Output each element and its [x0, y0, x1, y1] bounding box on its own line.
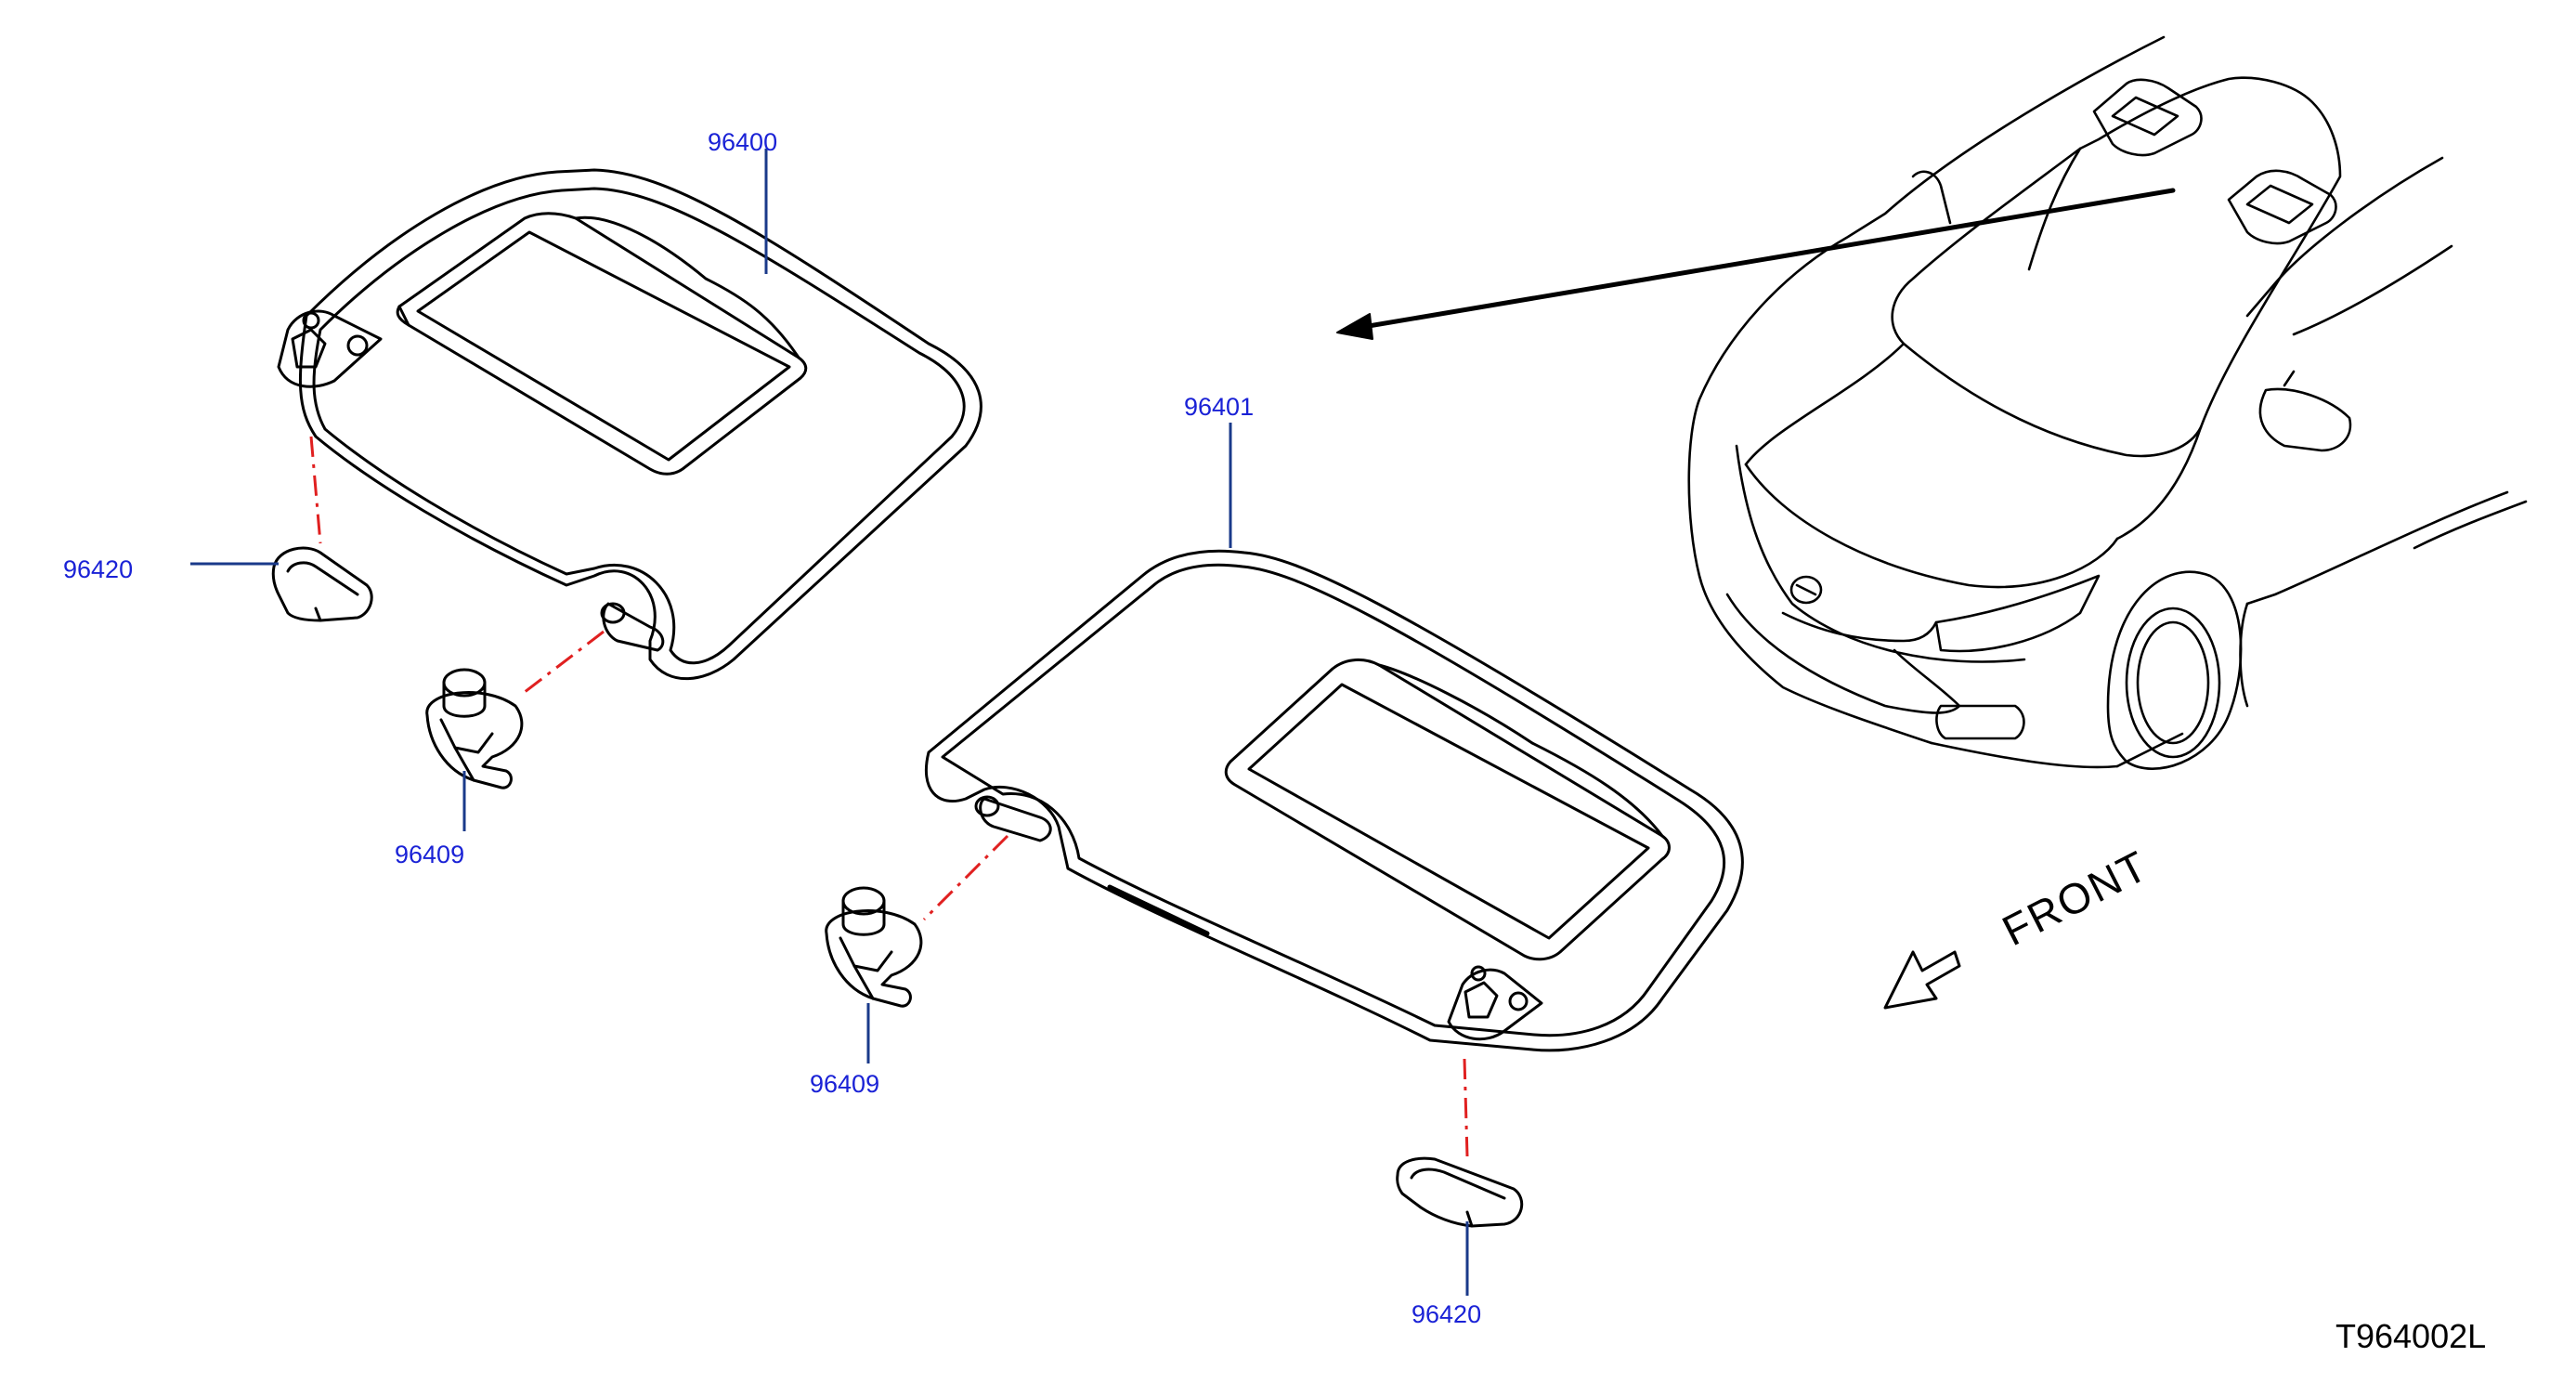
label-clip-left[interactable]: 96420 [63, 555, 134, 583]
sun-visor-left [277, 168, 982, 681]
label-holder-right[interactable]: 96409 [810, 1070, 880, 1098]
visor-clip-right [1396, 1156, 1524, 1228]
label-visor-left[interactable]: 96400 [708, 128, 778, 156]
leader-lines [190, 149, 1469, 1296]
label-visor-right[interactable]: 96401 [1184, 393, 1255, 421]
label-clip-right[interactable]: 96420 [1412, 1300, 1482, 1328]
visor-clip-left [271, 546, 373, 622]
reference-arrow [1336, 188, 2176, 340]
label-holder-left[interactable]: 96409 [395, 841, 465, 868]
visor-holder-right [825, 886, 923, 1008]
diagram-code: T964002L [2335, 1317, 2487, 1355]
car-outline [1687, 35, 2528, 770]
sun-visor-right [924, 549, 1744, 1052]
visor-holder-left [425, 668, 524, 789]
assembly-lines [309, 436, 1469, 1157]
front-arrow-icon [1883, 950, 1961, 1010]
